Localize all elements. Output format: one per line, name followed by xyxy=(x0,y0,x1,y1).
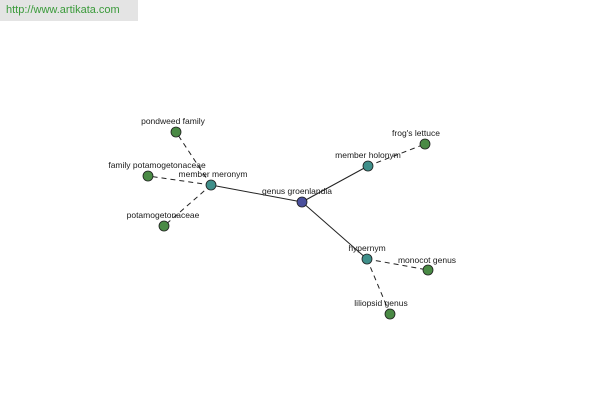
edge-to-family-potamogetonaceae xyxy=(147,175,212,186)
node-frog-s-lettuce[interactable] xyxy=(419,138,431,150)
node-liliopsid-genus[interactable] xyxy=(384,308,396,320)
node-hypernym[interactable] xyxy=(361,253,373,265)
label-liliopsid-genus: liliopsid genus xyxy=(354,298,407,308)
node-member-holonym[interactable] xyxy=(362,160,374,172)
edge-to-potamogetonaceae xyxy=(163,184,212,227)
label-hypernym: hypernym xyxy=(348,243,385,253)
node-family-potamogetonaceae[interactable] xyxy=(142,170,154,182)
node-pondweed-family[interactable] xyxy=(170,126,182,138)
edge-to-pondweed-family xyxy=(175,131,212,186)
node-potamogetonaceae[interactable] xyxy=(158,220,170,232)
label-member-holonym: member holonym xyxy=(335,150,401,160)
node-member-meronym[interactable] xyxy=(205,179,217,191)
label-monocot-genus: monocot genus xyxy=(398,255,456,265)
source-url-link[interactable]: http://www.artikata.com xyxy=(0,0,138,21)
edge-center-to-member-meronym xyxy=(210,184,303,203)
label-frog-s-lettuce: frog's lettuce xyxy=(392,128,440,138)
label-center: genus groenlandia xyxy=(262,186,332,196)
node-center[interactable] xyxy=(296,196,308,208)
edge-to-liliopsid-genus xyxy=(366,258,391,315)
label-pondweed-family: pondweed family xyxy=(141,116,206,126)
edge-center-to-member-holonym xyxy=(301,165,369,203)
label-member-meronym: member meronym xyxy=(179,169,248,179)
label-family-potamogetonaceae: family potamogetonaceae xyxy=(108,160,206,170)
label-potamogetonaceae: potamogetonaceae xyxy=(127,210,200,220)
edge-to-frog-s-lettuce xyxy=(367,143,426,167)
edge-to-monocot-genus xyxy=(366,258,429,271)
node-monocot-genus[interactable] xyxy=(422,264,434,276)
edge-center-to-hypernym xyxy=(301,201,368,260)
